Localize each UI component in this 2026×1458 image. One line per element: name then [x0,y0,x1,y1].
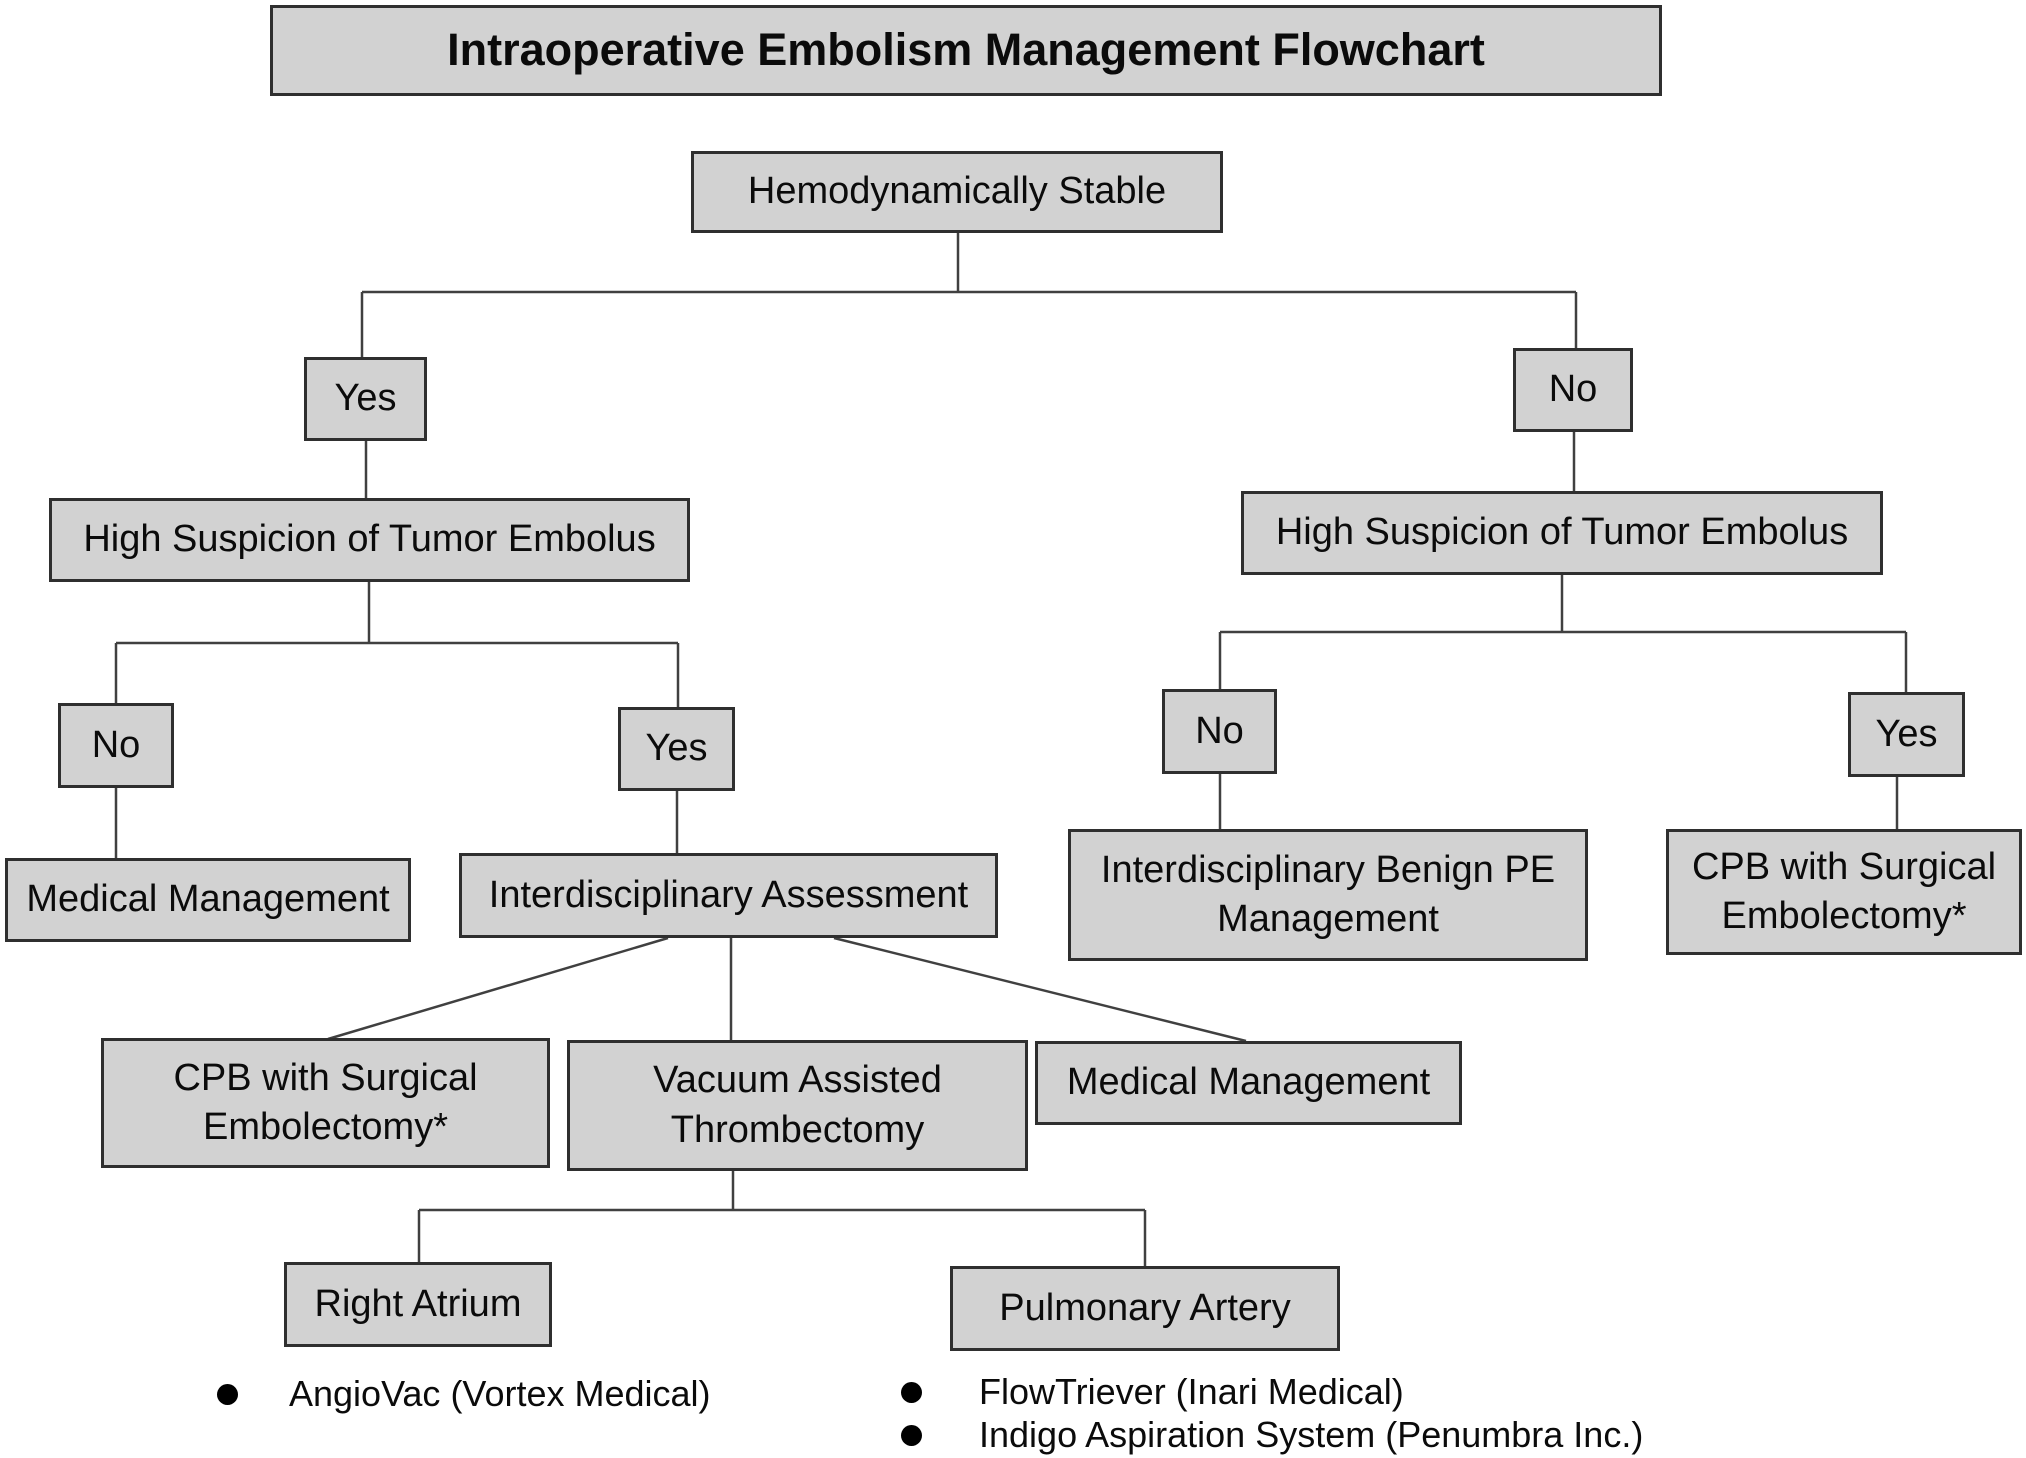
node-vacuum-assisted-thrombectomy: Vacuum Assisted Thrombectomy [567,1040,1028,1171]
device-list-item: Indigo Aspiration System (Penumbra Inc.) [901,1414,1643,1456]
node-high-suspicion-right: High Suspicion of Tumor Embolus [1241,491,1883,575]
node-suspicion-right-yes: Yes [1848,692,1965,777]
device-list-item: AngioVac (Vortex Medical) [217,1373,711,1415]
device-label-flowtriever: FlowTriever (Inari Medical) [979,1371,1404,1412]
node-pulmonary-artery: Pulmonary Artery [950,1266,1340,1351]
bullet-icon [217,1383,238,1405]
node-medical-management-left: Medical Management [5,858,411,942]
node-suspicion-left-no: No [58,703,174,788]
node-hemodynamically-stable: Hemodynamically Stable [691,151,1223,233]
node-stable-yes: Yes [304,357,427,441]
node-suspicion-right-no: No [1162,689,1277,774]
node-medical-management-center: Medical Management [1035,1041,1462,1125]
device-label-angiovac: AngioVac (Vortex Medical) [289,1373,711,1414]
node-interdisciplinary-assessment: Interdisciplinary Assessment [459,853,998,938]
device-label-indigo: Indigo Aspiration System (Penumbra Inc.) [979,1414,1644,1455]
node-stable-no: No [1513,348,1633,432]
bullet-icon [901,1424,922,1446]
flowchart-title: Intraoperative Embolism Management Flowc… [270,5,1662,96]
bullet-icon [901,1381,922,1403]
node-benign-pe-management: Interdisciplinary Benign PE Management [1068,829,1588,961]
node-suspicion-left-yes: Yes [618,707,735,791]
node-right-atrium: Right Atrium [284,1262,552,1347]
node-cpb-surgical-left: CPB with Surgical Embolectomy* [101,1038,550,1168]
device-list-item: FlowTriever (Inari Medical) [901,1371,1404,1413]
node-cpb-surgical-right: CPB with Surgical Embolectomy* [1666,829,2022,955]
node-high-suspicion-left: High Suspicion of Tumor Embolus [49,498,690,582]
